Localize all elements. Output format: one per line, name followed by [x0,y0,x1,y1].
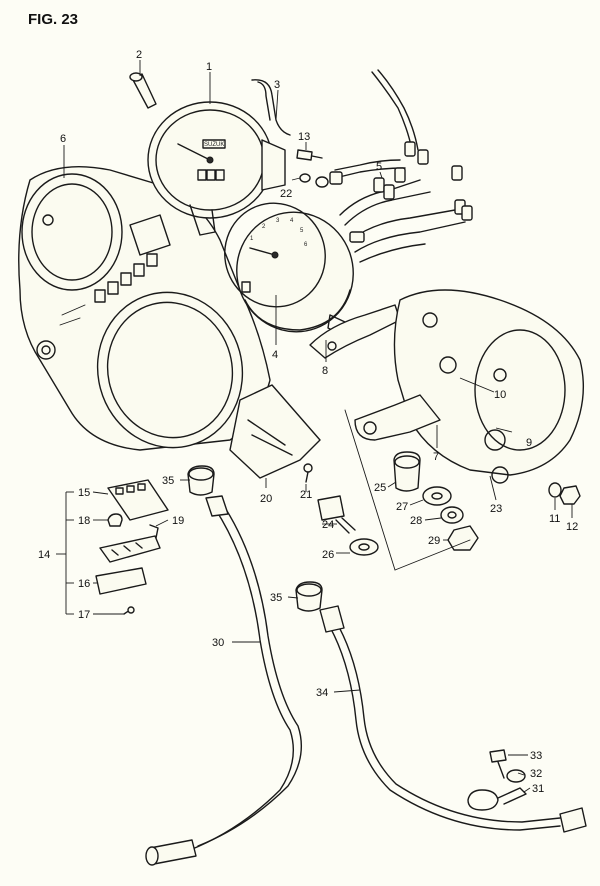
callout-24: 24 [322,519,334,531]
callout-34: 34 [316,687,328,699]
callout-2: 2 [136,49,142,61]
grommet-part-35a [187,465,215,496]
callout-28: 28 [410,515,422,527]
callout-3: 3 [274,79,280,91]
callout-29: 29 [428,535,440,547]
meter-cover-part-6 [18,166,271,451]
nut-part-12 [559,485,581,505]
callout-14: 14 [38,549,50,561]
bolt-part-24 [317,495,356,534]
tach-scale-2: 2 [262,224,266,230]
leader-lines [56,60,573,793]
callout-1: 1 [206,61,212,73]
callout-5: 5 [376,161,382,173]
screw-part-13 [296,149,323,161]
bolt-part-33 [489,749,507,779]
speedometer-part-1: SUZUKI [147,101,286,236]
speedometer-brand: SUZUKI [204,142,226,148]
tach-scale-1: 1 [250,236,254,242]
callout-21: 21 [300,489,312,501]
wiring-harness-part-5 [329,69,473,263]
mounting-bracket-part-10 [354,289,584,484]
indicator-assembly-part-14 [95,479,169,615]
callout-22: 22 [280,188,292,200]
nut-part-29 [447,525,479,551]
callout-13: 13 [298,131,310,143]
callout-10: 10 [494,389,506,401]
callout-35-upper: 35 [162,475,174,487]
tachometer-cable-part-34 [319,605,587,833]
callout-12: 12 [566,521,578,533]
callout-33: 33 [530,750,542,762]
figure-title: FIG. 23 [28,11,78,28]
callout-labels: 1 2 3 4 5 6 7 8 9 10 11 12 13 14 15 16 1… [38,49,578,795]
callout-23: 23 [490,503,502,515]
screw-part-21 [303,463,313,483]
explosion-frame [344,409,471,571]
callout-26: 26 [322,549,334,561]
tachometer-part-4: 1 2 3 4 5 6 [224,202,354,336]
washer-part-27 [422,486,452,506]
callout-31: 31 [532,783,544,795]
cable-clamp-part-31 [467,787,527,811]
grommet-part-35b [295,581,323,612]
callout-18: 18 [78,515,90,527]
callout-19: 19 [172,515,184,527]
tach-scale-5: 5 [300,228,304,234]
callout-30: 30 [212,637,224,649]
callout-9: 9 [526,437,532,449]
callout-27: 27 [396,501,408,513]
callout-7: 7 [433,451,439,463]
callout-32: 32 [530,768,542,780]
callout-16: 16 [78,578,90,590]
bracket-stay-part-20 [229,384,321,479]
callout-11: 11 [549,513,560,525]
cushion-part-25 [393,451,421,492]
bracket-part-3 [251,79,291,136]
callout-20: 20 [260,493,272,505]
callout-4: 4 [272,349,278,361]
washer-part-22 [299,173,329,188]
washer-part-28 [440,506,464,524]
speedometer-cable-part-30 [145,495,303,866]
callout-8: 8 [322,365,328,377]
callout-25: 25 [374,482,386,494]
callout-15: 15 [78,487,90,499]
tach-scale-6: 6 [304,242,308,248]
washer-part-11 [548,482,562,498]
tach-scale-3: 3 [276,218,280,224]
callout-17: 17 [78,609,90,621]
bulb-socket-part-2 [129,72,157,109]
callout-35-lower: 35 [270,592,282,604]
washer-part-26 [349,538,379,556]
washer-part-32 [506,769,526,783]
callout-6: 6 [60,133,66,145]
tach-scale-4: 4 [290,218,294,224]
